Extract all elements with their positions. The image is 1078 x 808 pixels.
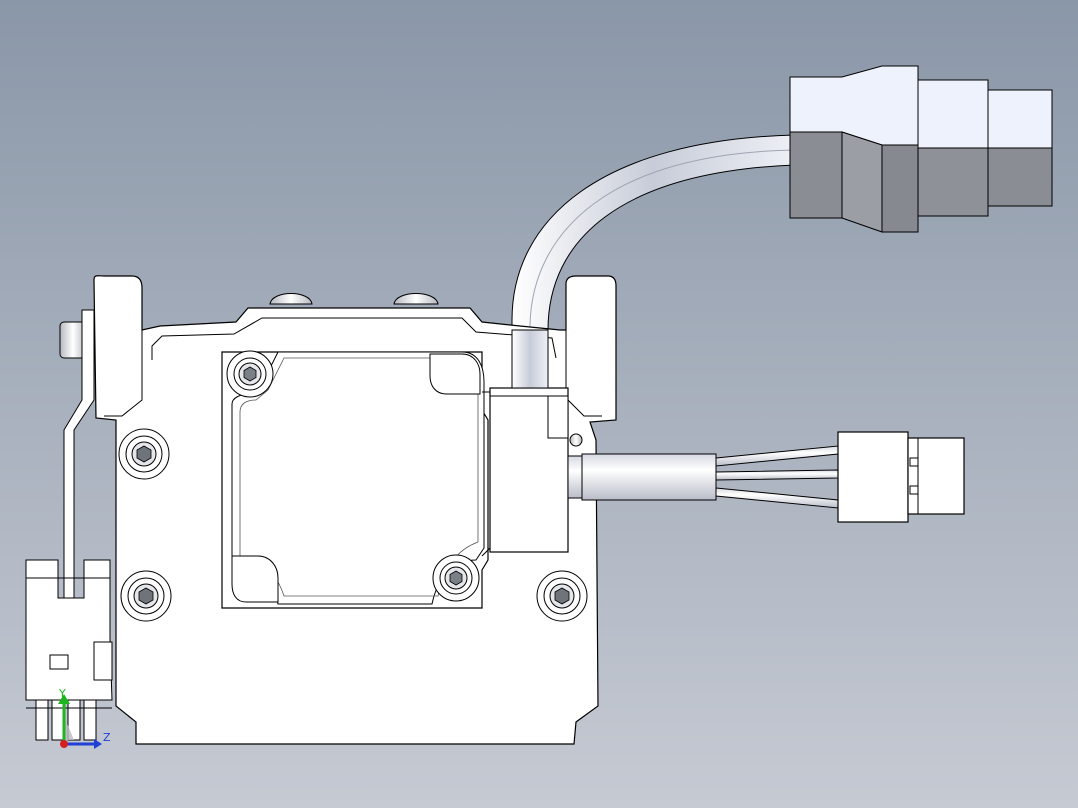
left-latch[interactable] [25,309,113,741]
triad-x-origin [60,740,68,748]
screw-bottom-right [432,554,480,602]
screw-mount-left-upper [118,428,170,480]
small-connector[interactable] [837,431,965,523]
screw-mount-right-lower [536,570,588,622]
cable-gland-block[interactable] [481,329,583,557]
triad-y-label: Y [59,687,66,700]
screw-mount-left-lower [120,570,172,622]
large-connector[interactable] [789,65,1053,233]
motor-face-recess [221,351,489,609]
triad-z-label: Z [103,731,111,744]
screw-top-left [226,350,274,398]
coordinate-triad [58,694,102,749]
small-cable[interactable] [567,445,839,509]
